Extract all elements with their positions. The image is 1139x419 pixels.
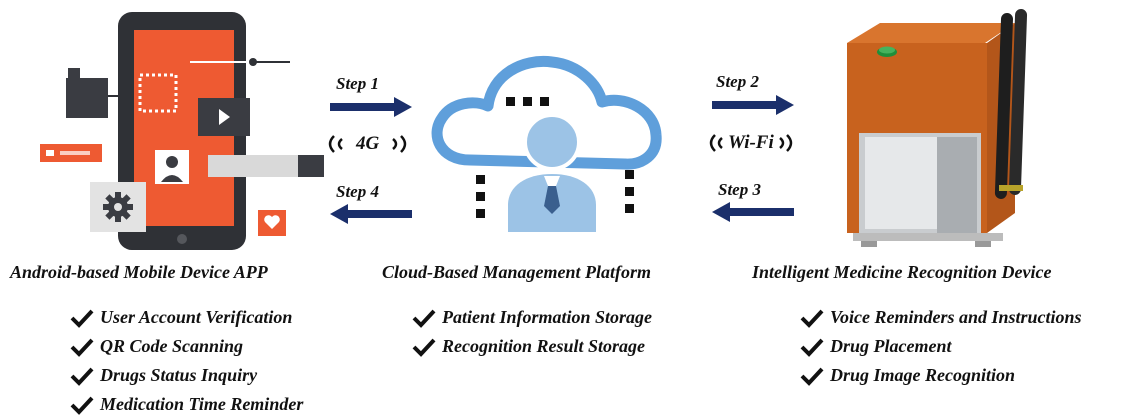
- feature-label: Drug Placement: [830, 336, 952, 356]
- check-icon: [412, 309, 436, 328]
- dotted-frame-icon: [138, 73, 178, 113]
- feature-item: Patient Information Storage: [412, 303, 652, 332]
- check-icon: [70, 338, 94, 357]
- mobile-app-features: User Account Verification QR Code Scanni…: [70, 303, 303, 419]
- mobile-phone-illustration: [40, 12, 324, 250]
- feature-item: User Account Verification: [70, 303, 303, 332]
- check-icon: [800, 338, 824, 357]
- heart-icon: [264, 215, 280, 229]
- tie-icon: [544, 186, 560, 214]
- protocol-4g-label: 4G: [356, 133, 380, 154]
- person-head: [523, 113, 581, 171]
- feature-label: Patient Information Storage: [442, 307, 653, 327]
- device-top: [847, 23, 1015, 43]
- feature-item: Drugs Status Inquiry: [70, 361, 303, 390]
- step1-arrow: [330, 97, 412, 117]
- feature-item: Drug Placement: [800, 332, 1082, 361]
- cloud-platform-features: Patient Information Storage Recognition …: [412, 303, 652, 361]
- step2-label: Step 2: [716, 72, 759, 91]
- feature-label: Drug Image Recognition: [830, 365, 1016, 385]
- device-features: Voice Reminders and Instructions Drug Pl…: [800, 303, 1082, 390]
- antenna-left: [994, 13, 1014, 199]
- dark-square: [66, 78, 108, 118]
- feature-label: QR Code Scanning: [100, 336, 244, 356]
- cloud-platform-illustration: [431, 55, 662, 232]
- gear-icon: [103, 192, 133, 222]
- protocol-wifi: Wi-Fi: [706, 132, 796, 154]
- cloud-platform-title: Cloud-Based Management Platform: [382, 262, 652, 282]
- step4-label: Step 4: [336, 182, 379, 201]
- step3-arrow: [712, 202, 794, 222]
- feature-item: Drug Image Recognition: [800, 361, 1082, 390]
- feature-item: Medication Time Reminder: [70, 390, 303, 419]
- step1-label: Step 1: [336, 74, 379, 93]
- feature-label: Drugs Status Inquiry: [100, 365, 258, 385]
- signal-right-icon: [392, 135, 407, 153]
- feature-label: Medication Time Reminder: [100, 394, 304, 414]
- cloud-outline: [431, 55, 662, 170]
- feature-label: Voice Reminders and Instructions: [830, 307, 1082, 327]
- check-icon: [800, 309, 824, 328]
- check-icon: [412, 338, 436, 357]
- antenna-right: [1008, 9, 1028, 195]
- protocol-wifi-label: Wi-Fi: [728, 132, 774, 153]
- feature-label: Recognition Result Storage: [442, 336, 646, 356]
- signal-left-icon: [328, 135, 343, 153]
- feature-item: QR Code Scanning: [70, 332, 303, 361]
- step4-arrow: [330, 204, 412, 224]
- device-title: Intelligent Medicine Recognition Device: [752, 262, 1052, 282]
- medicine-recognition-device-illustration: [847, 9, 1028, 247]
- feature-item: Voice Reminders and Instructions: [800, 303, 1082, 332]
- feature-label: User Account Verification: [100, 307, 293, 327]
- check-icon: [70, 367, 94, 386]
- signal-right-icon: [778, 134, 792, 152]
- step3-label: Step 3: [718, 180, 761, 199]
- protocol-4g: 4G: [322, 133, 413, 155]
- mobile-app-title: Android-based Mobile Device APP: [10, 262, 268, 282]
- grey-bar: [208, 155, 298, 177]
- feature-item: Recognition Result Storage: [412, 332, 652, 361]
- check-icon: [800, 367, 824, 386]
- check-icon: [70, 396, 94, 415]
- step2-arrow: [712, 95, 794, 115]
- signal-left-icon: [709, 134, 723, 152]
- check-icon: [70, 309, 94, 328]
